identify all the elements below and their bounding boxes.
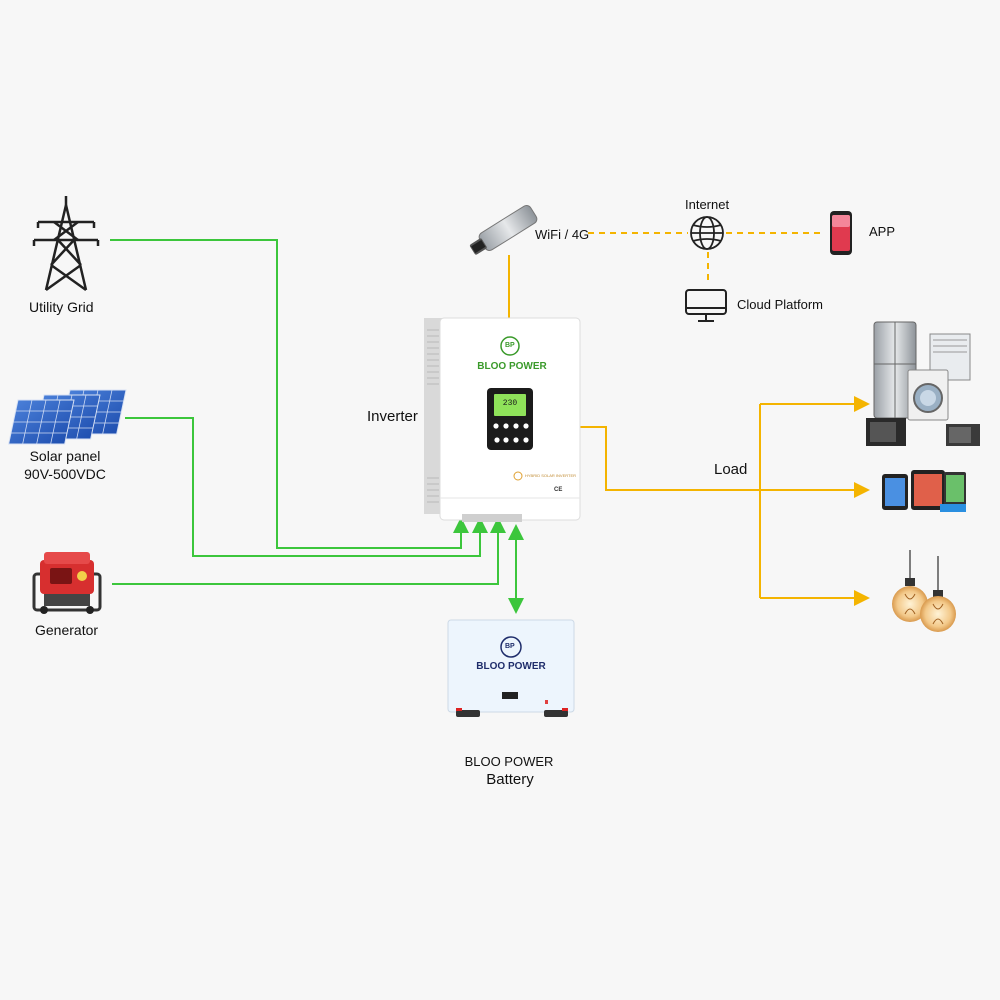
monitoring-dashed-lines (508, 232, 822, 318)
generator-to-inverter-line (112, 517, 506, 585)
cloud-platform-monitor-icon (685, 289, 727, 322)
smartphone-icon (830, 211, 852, 255)
inverter-lcd-screen (494, 394, 526, 416)
inverter-label: Inverter (367, 408, 418, 425)
solar-voltage-label: 90V-500VDC (24, 466, 106, 482)
internet-globe-icon (690, 216, 724, 250)
utility-grid-tower-icon (32, 196, 100, 292)
wifi-4g-label: WiFi / 4G (535, 227, 590, 242)
inverter-model-badge (513, 471, 523, 481)
app-label: APP (869, 224, 896, 239)
battery-brand-text: BLOO POWER (476, 661, 546, 672)
inverter-brand-text: BLOO POWER (477, 361, 547, 372)
inverter-logo-mark: BP (505, 342, 515, 349)
cloud-platform-label: Cloud Platform (737, 297, 823, 312)
inverter-cert-mark: CE (554, 487, 563, 493)
battery-unit (447, 619, 575, 717)
solar-panel-icon (8, 389, 127, 445)
wifi-4g-dongle-icon (469, 205, 538, 255)
internet-label: Internet (685, 197, 730, 212)
generator-label: Generator (35, 622, 99, 638)
light-bulbs-icon (892, 550, 956, 632)
grid-to-inverter-line (110, 239, 469, 549)
battery-logo-mark: BP (505, 643, 515, 650)
battery-label: Battery (486, 771, 534, 788)
inverter-buttons (493, 423, 529, 443)
inverter-to-load-line (580, 396, 870, 606)
inverter-model-text: HYBRID SOLAR INVERTER (525, 473, 577, 478)
generator-icon (32, 552, 102, 614)
solar-panel-label: Solar panel (29, 448, 101, 464)
inverter-unit (424, 317, 581, 522)
electronic-devices-icon (882, 470, 966, 512)
home-appliances-icon (866, 321, 980, 446)
battery-brand-label: BLOO POWER (464, 754, 554, 769)
inverter-logo-icon (500, 336, 520, 356)
battery-display (502, 692, 518, 699)
utility-grid-label: Utility Grid (29, 299, 94, 315)
battery-logo-icon (500, 636, 522, 658)
solar-to-inverter-line (125, 417, 488, 557)
inverter-lcd-text: 230 (502, 399, 518, 408)
load-label: Load (714, 461, 748, 478)
